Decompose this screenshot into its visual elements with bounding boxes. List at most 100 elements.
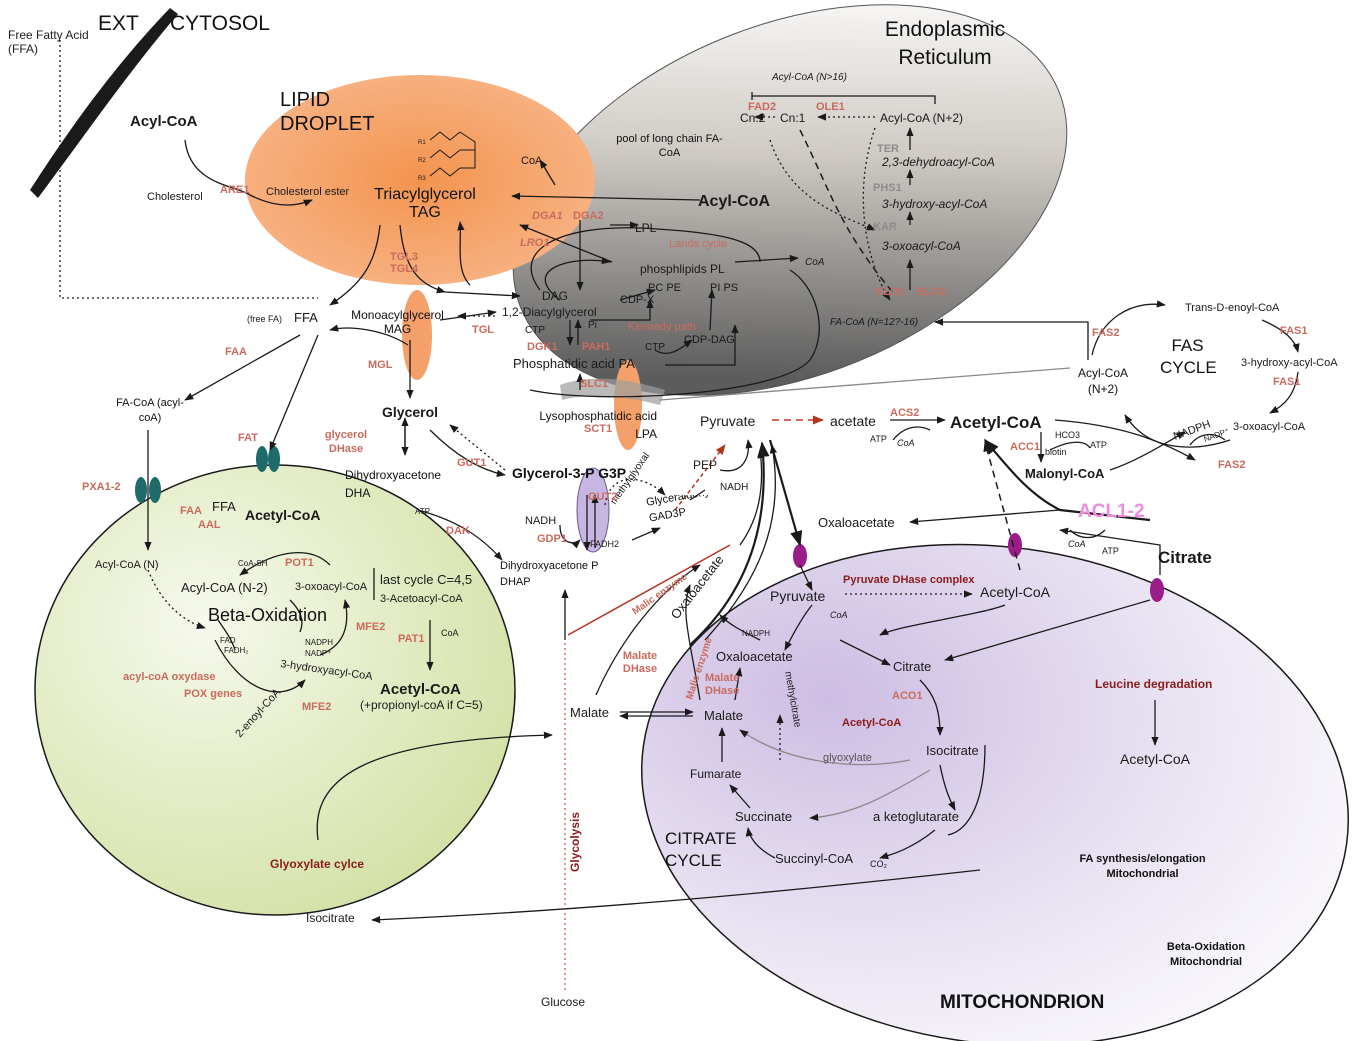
acetate: acetate xyxy=(830,413,876,429)
label-citrate-cycle: CITRATE CYCLE xyxy=(665,829,737,870)
compartment-shapes xyxy=(34,4,1349,1041)
nadh-gad: NADH xyxy=(720,482,748,493)
acetyl-coa-cytosol: Acetyl-CoA xyxy=(950,413,1042,432)
co2: CO₂ xyxy=(870,859,888,869)
fadh2: FADH2 xyxy=(590,539,619,549)
mito-transporter-pyruvate xyxy=(793,544,807,568)
kennedy-path: Kennedy path xyxy=(628,321,696,333)
enzyme-acs2: ACS2 xyxy=(890,407,919,419)
oxaloacetate-mito: Oxaloacetate xyxy=(716,649,793,664)
lpl: LPL xyxy=(635,221,657,235)
enzyme-gut1: GUT1 xyxy=(457,457,486,469)
oxaloacetate-cytosol: Oxaloacetate xyxy=(818,515,895,530)
ctp-1: CTP xyxy=(525,325,545,336)
coa-acs: CoA xyxy=(897,438,915,448)
cn2: Cn:2 xyxy=(740,111,766,125)
isocitrate-cytosol: Isocitrate xyxy=(306,911,355,925)
last-cycle: last cycle C=4,5 xyxy=(380,572,472,587)
acetyl-coa-px2: Acetyl-CoA xyxy=(380,681,461,698)
label-fas-cycle: FAS CYCLE xyxy=(1160,336,1217,377)
pi: Pi xyxy=(588,320,597,331)
diacylglycerol: 1,2-Diacylglycerol xyxy=(502,305,597,319)
glyceraldehyde-3p: Glyceraldehyde-3P GAD3P xyxy=(645,495,739,525)
nadph-px: NADPH xyxy=(305,638,333,647)
label-ext: EXT xyxy=(98,12,139,35)
enzyme-pot1: POT1 xyxy=(285,557,314,569)
triacylglycerol-tag: Triacylglycerol TAG xyxy=(374,186,476,221)
hydroxyacyl-coa-fas: 3-hydroxy-acyl-CoA xyxy=(1241,357,1338,369)
acyl-coa-er: Acyl-CoA xyxy=(698,193,770,210)
label-ffa-ext: Free Fatty Acid (FFA) xyxy=(8,28,89,56)
enzyme-fas2-a: FAS2 xyxy=(1092,327,1120,339)
enzyme-mfe2-a: MFE2 xyxy=(356,621,385,633)
beta-oxidation-mito: Beta-Oxidation Mitochondrial xyxy=(1166,941,1246,968)
enzyme-gdp1: GDP1 xyxy=(537,533,567,545)
glyoxylate: glyoxylate xyxy=(823,752,872,764)
malate-cytosol: Malate xyxy=(570,705,609,720)
label-endoplasmic-reticulum: Endoplasmic Reticulum xyxy=(884,18,1006,69)
label-beta-oxidation: Beta-Oxidation xyxy=(208,605,327,625)
lipid-droplet-shape xyxy=(245,75,595,285)
fa-synthesis-mito: FA synthesis/elongation Mitochondrial xyxy=(1079,853,1206,880)
er-membrane-band xyxy=(560,378,665,405)
enzyme-kar: KAR xyxy=(873,221,897,233)
endoplasmic-reticulum-shape xyxy=(512,4,1068,396)
svg-text:R1: R1 xyxy=(418,140,426,146)
monoacylglycerol-mag: Monoacylglycerol MAG xyxy=(351,308,444,336)
acyl-coa-n2-er: Acyl-CoA (N+2) xyxy=(880,111,963,125)
glycerol-3-p: Glycerol-3-P G3P xyxy=(512,465,627,481)
enzyme-lro1: LRO1 xyxy=(520,237,549,249)
enzyme-ole1: OLE1 xyxy=(816,101,845,113)
fadh2-px: FADH₂ xyxy=(224,646,248,655)
pi-ps: PI PS xyxy=(710,282,738,294)
enzyme-fad2: FAD2 xyxy=(748,101,776,113)
glycolysis: Glycolysis xyxy=(568,812,582,872)
pc-pe: PC PE xyxy=(648,282,681,294)
coa-sh: CoA-SH xyxy=(238,559,268,568)
trans-enoyl-coa: Trans-D-enoyl-CoA xyxy=(1185,302,1280,314)
citrate-mito: Citrate xyxy=(893,659,931,674)
pathway-arrows xyxy=(144,92,1300,990)
leucine-degradation: Leucine degradation xyxy=(1095,677,1212,691)
enzyme-slc1: SLC1 xyxy=(580,378,608,390)
enzyme-fas1-a: FAS1 xyxy=(1280,325,1308,337)
coa-top: CoA xyxy=(521,155,543,167)
enzyme-tgl: TGL xyxy=(472,324,494,336)
atp-dak: ATP xyxy=(415,507,430,516)
enzyme-aal: AAL xyxy=(198,519,221,531)
acyl-coa-n16: Acyl-CoA (N>16) xyxy=(771,72,847,83)
hydroxyacyl-coa-er: 3-hydroxy-acyl-CoA xyxy=(882,197,987,211)
enzyme-acl: ACL1-2 xyxy=(1078,501,1145,522)
pep: PEP xyxy=(693,458,717,472)
glucose: Glucose xyxy=(541,995,585,1009)
ctp-2: CTP xyxy=(645,342,665,353)
enzyme-glycerol-dhase: glycerol DHase xyxy=(324,429,368,455)
enzyme-mfe2-b: MFE2 xyxy=(302,701,331,713)
ffa-peroxisome: FFA xyxy=(212,499,236,514)
malate-mito: Malate xyxy=(704,708,743,723)
ffa: FFA xyxy=(294,310,318,325)
atp-acc: ATP xyxy=(1090,440,1107,450)
lands-cycle: Lands cycle xyxy=(669,238,727,250)
enzyme-pxa: PXA1-2 xyxy=(82,481,121,493)
enzyme-dak: DAK xyxy=(446,525,470,537)
enzyme-gut2: GUT2 xyxy=(588,491,617,503)
enzyme-pat1: PAT1 xyxy=(398,633,425,645)
isocitrate-mito: Isocitrate xyxy=(926,743,979,758)
acetoacyl-coa: 3-Acetoacyl-CoA xyxy=(380,593,463,605)
enzyme-dgk1: DGK1 xyxy=(527,341,558,353)
label-lipid-droplet: LIPID DROPLET xyxy=(280,89,375,135)
enzyme-elo1: ELO1 xyxy=(876,286,905,298)
enzyme-sct1: SCT1 xyxy=(584,423,612,435)
fumarate: Fumarate xyxy=(690,767,742,781)
phospholipids: phosphlipids PL xyxy=(640,262,725,276)
enzyme-dga1: DGA1 xyxy=(532,210,563,222)
cdp-x: CDP-X xyxy=(620,294,655,306)
svg-text:R3: R3 xyxy=(418,176,426,182)
acyl-coa-ld: Acyl-CoA xyxy=(130,113,198,130)
enzyme-elo2: ELO2 xyxy=(917,286,946,298)
g3p-shuttle-blob xyxy=(576,467,610,553)
acyl-coa-n-2: Acyl-CoA (N-2) xyxy=(181,580,268,595)
cholesterol-ester: Cholesterol ester xyxy=(266,186,349,198)
enzyme-phs1: PHS1 xyxy=(873,182,902,194)
